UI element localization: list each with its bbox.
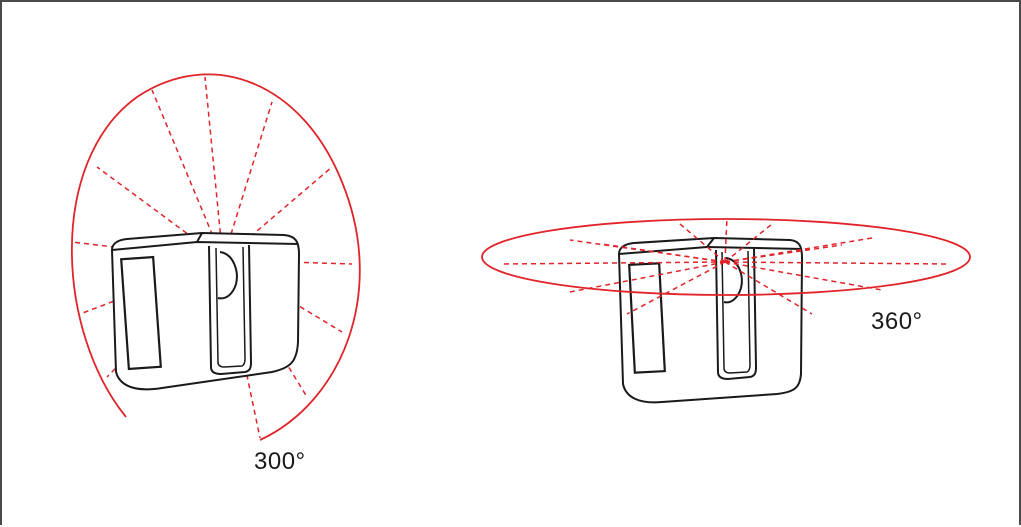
angle-label-360: 360° bbox=[871, 308, 923, 335]
right-diagram bbox=[481, 216, 971, 404]
right-laser-device bbox=[617, 236, 804, 404]
right-beams bbox=[501, 216, 948, 315]
left-sweep-arc bbox=[70, 73, 361, 441]
left-diagram bbox=[70, 73, 361, 441]
angle-label-300: 300° bbox=[254, 448, 306, 475]
right-sweep-ring bbox=[481, 218, 971, 296]
left-laser-device bbox=[110, 231, 301, 391]
